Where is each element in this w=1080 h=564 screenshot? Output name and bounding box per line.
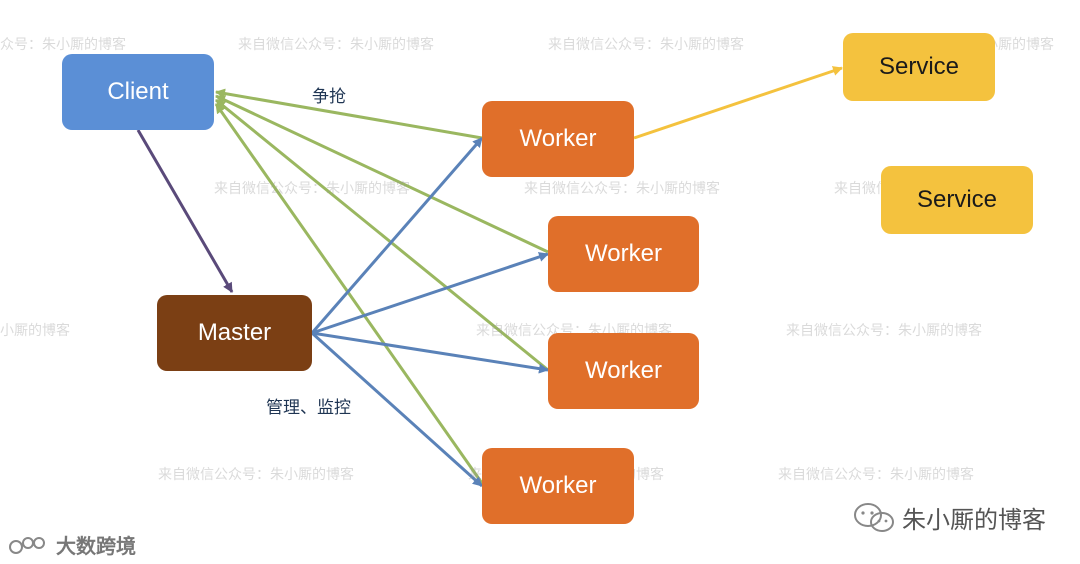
edge-master-worker1 [310,137,484,334]
brand-left-name: 大数跨境 [56,534,136,558]
brand-logo-icon [9,536,45,554]
worker-node-1[interactable]: Worker [482,101,634,177]
master-node[interactable]: Master [157,295,312,371]
wechat-brand: 朱小厮的博客 [852,500,1046,535]
edge-worker2-client [215,94,549,254]
worker-node-2[interactable]: Worker [548,216,699,292]
edge-master-worker3 [311,331,549,374]
edge-client-master [136,129,234,293]
edge-worker3-client [215,98,549,372]
manage-monitor-label: 管理、监控 [266,398,351,418]
edge-master-worker4 [310,331,484,488]
brand-name: 朱小厮的博客 [902,506,1046,534]
compete-label: 争抢 [312,87,346,107]
edge-worker1-service [633,66,843,140]
service-node-2[interactable]: Service [881,166,1033,234]
worker-node-4[interactable]: Worker [482,448,634,524]
edge-master-worker2 [311,252,549,335]
edge-worker1-client [215,88,483,140]
wechat-icon [854,502,894,532]
site-brand: 大数跨境 [8,530,136,559]
worker-node-3[interactable]: Worker [548,333,699,409]
service-node-1[interactable]: Service [843,33,995,101]
client-node[interactable]: Client [62,54,214,130]
edge-worker4-client [214,103,486,487]
